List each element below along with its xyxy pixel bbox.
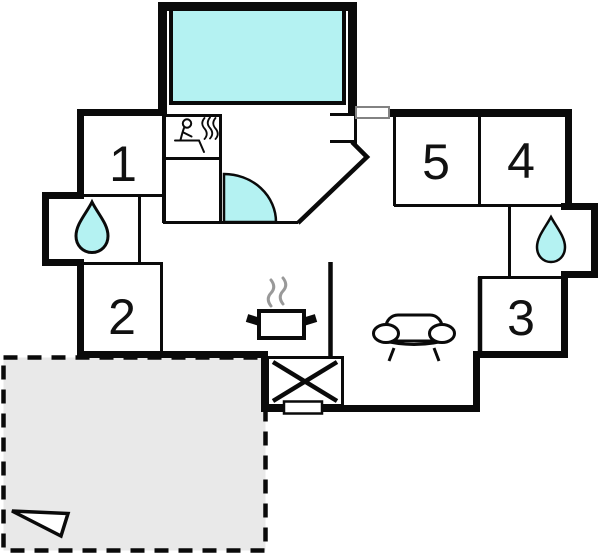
room-3-label: 3	[507, 290, 535, 346]
water-drop-icon	[74, 198, 110, 255]
sofa-icon	[372, 313, 456, 362]
window-icon	[355, 106, 390, 119]
cooking-pot-icon	[245, 276, 318, 340]
pool-water	[169, 7, 346, 105]
crossed-square-icon	[266, 356, 344, 407]
water-drop-icon	[535, 214, 567, 264]
outer-walls	[42, 109, 598, 412]
pool-room-walls	[158, 2, 357, 114]
steam-icon	[266, 276, 288, 308]
interior-walls	[80, 110, 565, 357]
room-5-label: 5	[422, 134, 450, 190]
room-2-label: 2	[108, 289, 136, 345]
room-4-label: 4	[507, 133, 535, 189]
north-arrow-icon	[11, 509, 71, 539]
sauna-icon	[174, 116, 219, 153]
door-icon	[282, 400, 324, 415]
door-swing-icon	[222, 172, 278, 224]
room-1-label: 1	[109, 136, 137, 192]
